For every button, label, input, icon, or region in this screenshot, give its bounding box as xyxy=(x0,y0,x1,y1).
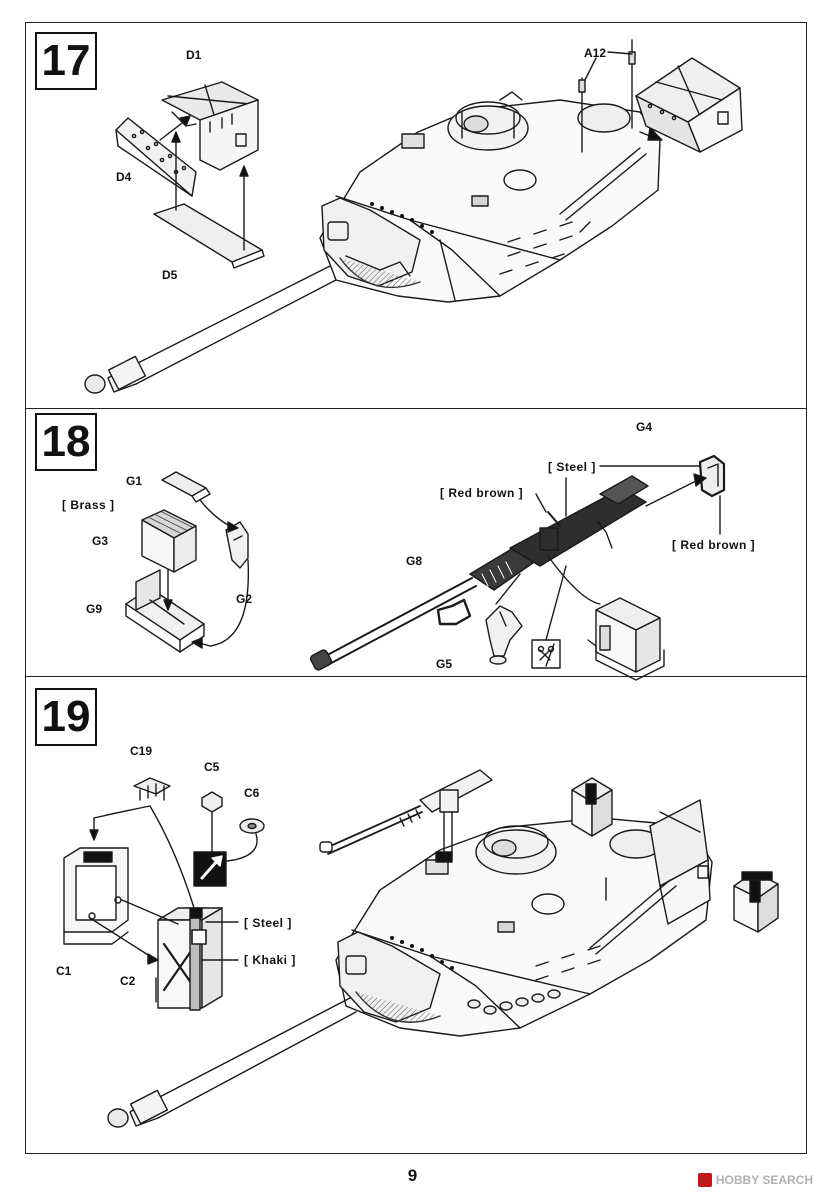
turret-step-17 xyxy=(319,91,661,303)
turret-step-19 xyxy=(335,799,713,1037)
mounted-m2-19 xyxy=(319,769,493,863)
part-d5-plate xyxy=(153,203,265,269)
part-c2-ammo-box xyxy=(157,907,223,1011)
ammo-box-19-a xyxy=(571,777,613,837)
watermark: HOBBY SEARCH xyxy=(697,1173,813,1187)
part-label-c1: C1 xyxy=(56,964,72,978)
part-label-g5: G5 xyxy=(436,657,453,671)
part-c1-frame xyxy=(63,847,129,945)
part-g2 xyxy=(225,521,249,569)
step-number-17: 17 xyxy=(35,32,97,90)
part-label-c2: C2 xyxy=(120,974,136,988)
ammo-box-19-b xyxy=(733,871,779,933)
gun-barrel-17 xyxy=(84,265,337,394)
part-c19 xyxy=(133,777,171,801)
part-c5 xyxy=(201,791,223,813)
watermark-text: HOBBY SEARCH xyxy=(715,1173,813,1187)
panel-divider xyxy=(25,676,807,677)
part-g4-handle xyxy=(698,454,726,498)
part-a12-pins xyxy=(578,39,636,153)
part-label-c19: C19 xyxy=(130,744,153,758)
part-label-g9: G9 xyxy=(86,602,103,616)
part-g5-cradle xyxy=(485,605,523,665)
part-label-g1: G1 xyxy=(126,474,143,488)
part-label-g3: G3 xyxy=(92,534,109,548)
paint-label-red-brown: [ Red brown ] xyxy=(440,486,524,500)
part-d1-stowage-box xyxy=(161,81,259,171)
paint-label-brass: [ Brass ] xyxy=(62,498,115,512)
paint-label-khaki: [ Khaki ] xyxy=(244,953,296,967)
part-label-c6: C6 xyxy=(244,786,260,800)
paint-label-steel: [ Steel ] xyxy=(548,460,596,474)
instruction-frame xyxy=(25,22,807,1154)
part-label-g2: G2 xyxy=(236,592,253,606)
gun-barrel-19 xyxy=(107,997,357,1128)
turret-rear-bin-17 xyxy=(635,57,743,153)
part-label-d1: D1 xyxy=(186,48,202,62)
panel-divider xyxy=(25,408,807,409)
part-label-c5: C5 xyxy=(204,760,220,774)
m2-machine-gun xyxy=(310,475,649,671)
page-number: 9 xyxy=(407,1166,418,1185)
part-label-a12: A12 xyxy=(584,46,607,60)
paint-label-red-brown: [ Red brown ] xyxy=(672,538,756,552)
step-number-19: 19 xyxy=(35,688,97,746)
ammo-box-assembled xyxy=(587,597,665,681)
part-c6 xyxy=(239,818,265,834)
cut-not-needed-icon xyxy=(531,639,561,669)
part-d4-plate xyxy=(115,117,197,197)
paint-label-steel: [ Steel ] xyxy=(244,916,292,930)
part-label-d5: D5 xyxy=(162,268,178,282)
glue-apply-icon xyxy=(193,851,227,887)
step-number-18: 18 xyxy=(35,413,97,471)
part-label-g8: G8 xyxy=(406,554,423,568)
part-g3-ammo-box xyxy=(141,509,197,573)
watermark-logo-icon xyxy=(697,1173,712,1187)
part-g9-tray xyxy=(125,569,205,653)
part-label-g4: G4 xyxy=(636,420,653,434)
part-label-d4: D4 xyxy=(116,170,132,184)
part-g1 xyxy=(161,471,211,503)
